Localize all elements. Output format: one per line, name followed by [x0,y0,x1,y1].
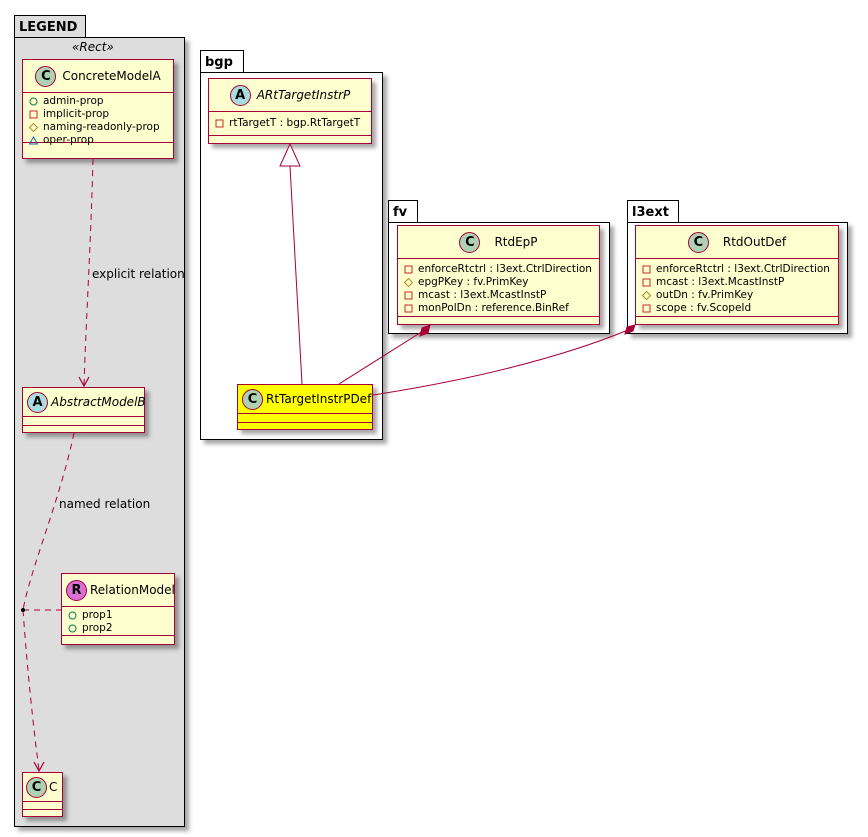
package-visibility-icon [29,136,38,145]
abstract-badge-icon: A [229,84,251,106]
attribute-text: oper-prop [43,134,94,146]
package-tab-bgp: bgp [200,50,244,73]
private-visibility-icon [404,304,413,313]
private-visibility-icon [642,304,651,313]
attribute-row: admin-prop [29,95,167,108]
attribute-row: outDn : fv.PrimKey [642,289,832,302]
protected-visibility-icon [642,291,651,300]
package-tab-fv: fv [388,200,418,223]
attribute-text: scope : fv.ScopeId [656,302,752,314]
attribute-text: monPolDn : reference.BinRef [418,302,569,314]
class-badge-icon: C [459,231,481,253]
package-tab-l3ext: l3ext [627,200,679,223]
class-name: ConcreteModelA [62,69,161,83]
class-relation-model[interactable]: R RelationModel prop1 prop2 [61,573,175,645]
attribute-text: prop2 [82,622,113,634]
attribute-text: epgPKey : fv.PrimKey [418,276,529,288]
attribute-text: enforceRtctrl : l3ext.CtrlDirection [418,263,592,275]
attribute-text: naming-readonly-prop [43,121,160,133]
public-visibility-icon [29,97,38,106]
attribute-text: admin-prop [43,95,104,107]
attribute-row: epgPKey : fv.PrimKey [404,276,593,289]
package-name-bgp: bgp [205,55,233,70]
class-name: AbstractModelB [51,395,146,409]
class-attributes-compartment [238,414,372,423]
class-methods-compartment [62,636,174,644]
abstract-badge-icon: A [27,391,48,413]
attribute-row: naming-readonly-prop [29,121,167,134]
relation-badge-icon: R [66,579,87,601]
class-methods-compartment [398,317,599,325]
class-name: ARtTargetInstrP [256,88,351,102]
relation-label-named: named relation [59,497,151,511]
class-attributes-compartment [23,417,144,426]
attribute-row: scope : fv.ScopeId [642,302,832,315]
class-methods-compartment [23,426,144,434]
attribute-text: prop1 [82,609,113,621]
class-art-target-instr-p[interactable]: A ARtTargetInstrP rtTargetT : bgp.RtTarg… [208,78,372,144]
public-visibility-icon [68,611,77,620]
class-rtd-out-def[interactable]: C RtdOutDef enforceRtctrl : l3ext.CtrlDi… [635,225,839,325]
attribute-row: oper-prop [29,134,167,147]
class-badge-icon: C [26,776,47,798]
public-visibility-icon [68,624,77,633]
private-visibility-icon [29,110,38,119]
attribute-text: implicit-prop [43,108,110,120]
attribute-text: mcast : l3ext.McastInstP [418,289,547,301]
class-c[interactable]: C C [22,772,63,817]
class-rtd-ep-p[interactable]: C RtdEpP enforceRtctrl : l3ext.CtrlDirec… [397,225,600,325]
attribute-row: prop1 [68,609,168,622]
attribute-row: enforceRtctrl : l3ext.CtrlDirection [404,263,593,276]
class-concrete-model-a[interactable]: C ConcreteModelA admin-prop implicit-pro… [22,59,174,159]
attribute-text: mcast : l3ext.McastInstP [656,276,785,288]
protected-visibility-icon [404,278,413,287]
attribute-row: monPolDn : reference.BinRef [404,302,593,315]
class-abstract-model-b[interactable]: A AbstractModelB [22,387,146,434]
class-badge-icon: C [687,231,709,253]
class-methods-compartment [209,136,371,144]
class-methods-compartment [636,317,838,325]
relation-label-explicit: explicit relation [92,267,185,281]
attribute-row: mcast : l3ext.McastInstP [404,289,593,302]
private-visibility-icon [404,265,413,274]
attribute-row: implicit-prop [29,108,167,121]
private-visibility-icon [215,119,224,128]
private-visibility-icon [404,291,413,300]
class-name: RtTargetInstrPDef [266,392,372,406]
class-name: RelationModel [90,583,175,597]
attribute-row: enforceRtctrl : l3ext.CtrlDirection [642,263,832,276]
class-name: C [49,780,58,794]
protected-visibility-icon [29,123,38,132]
package-name-legend: LEGEND [19,20,78,35]
attribute-row: prop2 [68,622,168,635]
composition-line-rtdoutdef [372,329,629,396]
class-methods-compartment [238,423,372,431]
package-name-fv: fv [393,205,408,220]
class-attributes-compartment [23,802,62,810]
private-visibility-icon [642,278,651,287]
class-badge-icon: C [242,388,263,410]
attribute-text: outDn : fv.PrimKey [656,289,754,301]
class-rt-target-instr-p-def[interactable]: C RtTargetInstrPDef [237,384,373,430]
attribute-text: rtTargetT : bgp.RtTargetT [229,117,361,129]
attribute-row: mcast : l3ext.McastInstP [642,276,832,289]
class-methods-compartment [23,810,62,818]
class-name: RtdEpP [494,235,538,249]
legend-stereotype: «Rect» [72,40,114,54]
attribute-text: enforceRtctrl : l3ext.CtrlDirection [656,263,830,275]
package-name-l3ext: l3ext [632,205,669,220]
class-badge-icon: C [35,65,57,87]
class-name: RtdOutDef [722,235,787,249]
attribute-row: rtTargetT : bgp.RtTargetT [215,117,365,130]
package-tab-legend: LEGEND [14,15,86,38]
private-visibility-icon [642,265,651,274]
